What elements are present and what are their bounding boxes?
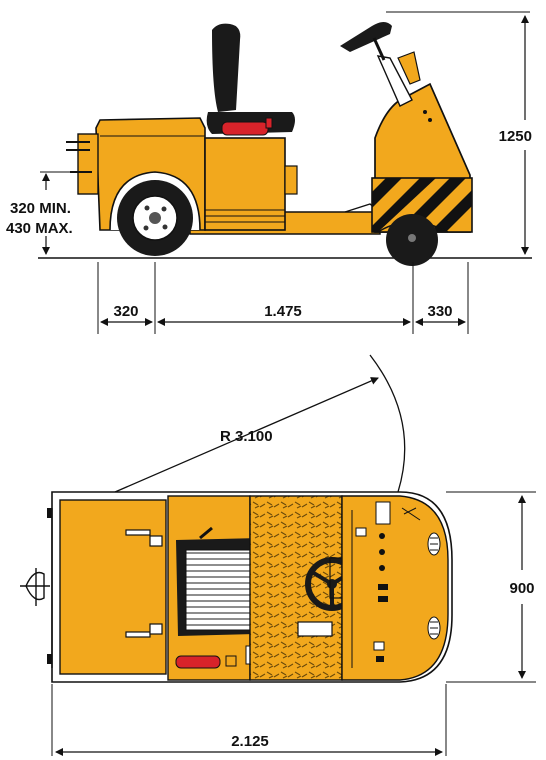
headlight-top bbox=[427, 532, 441, 556]
turning-radius-label: R 3.100 bbox=[220, 428, 273, 445]
fire-extinguisher-top-icon bbox=[175, 655, 221, 669]
turning-arc bbox=[369, 354, 406, 493]
hitch-max-label: 430 MAX. bbox=[6, 220, 73, 237]
seat-backrest bbox=[212, 23, 241, 113]
dashboard-panel bbox=[375, 501, 391, 525]
wheel-icon bbox=[117, 180, 193, 256]
side-view: 1250 320 MIN. 430 MAX. 320 1.475 330 bbox=[6, 11, 532, 334]
hitch-top-icon bbox=[20, 508, 53, 668]
hitch-icon bbox=[66, 133, 99, 195]
rear-overhang-label: 330 bbox=[427, 303, 452, 320]
treadplate-floor bbox=[249, 495, 343, 681]
steering-column bbox=[376, 55, 413, 107]
length-dimension-label: 2.125 bbox=[231, 733, 269, 750]
radius-line bbox=[114, 377, 379, 493]
headlight-bottom bbox=[427, 616, 441, 640]
front-cowl-top bbox=[341, 495, 449, 681]
hitch-min-label: 320 MIN. bbox=[10, 200, 71, 217]
steering-wheel-icon bbox=[340, 22, 392, 52]
wheelbase-label: 1.475 bbox=[264, 303, 302, 320]
rear-deck bbox=[59, 499, 167, 675]
height-dimension-label: 1250 bbox=[499, 128, 532, 145]
top-view: R 3.100 bbox=[20, 354, 536, 756]
width-dimension-label: 900 bbox=[509, 580, 534, 597]
pedal bbox=[297, 621, 333, 637]
front-overhang-label: 320 bbox=[113, 303, 138, 320]
fire-extinguisher-icon bbox=[221, 121, 269, 136]
